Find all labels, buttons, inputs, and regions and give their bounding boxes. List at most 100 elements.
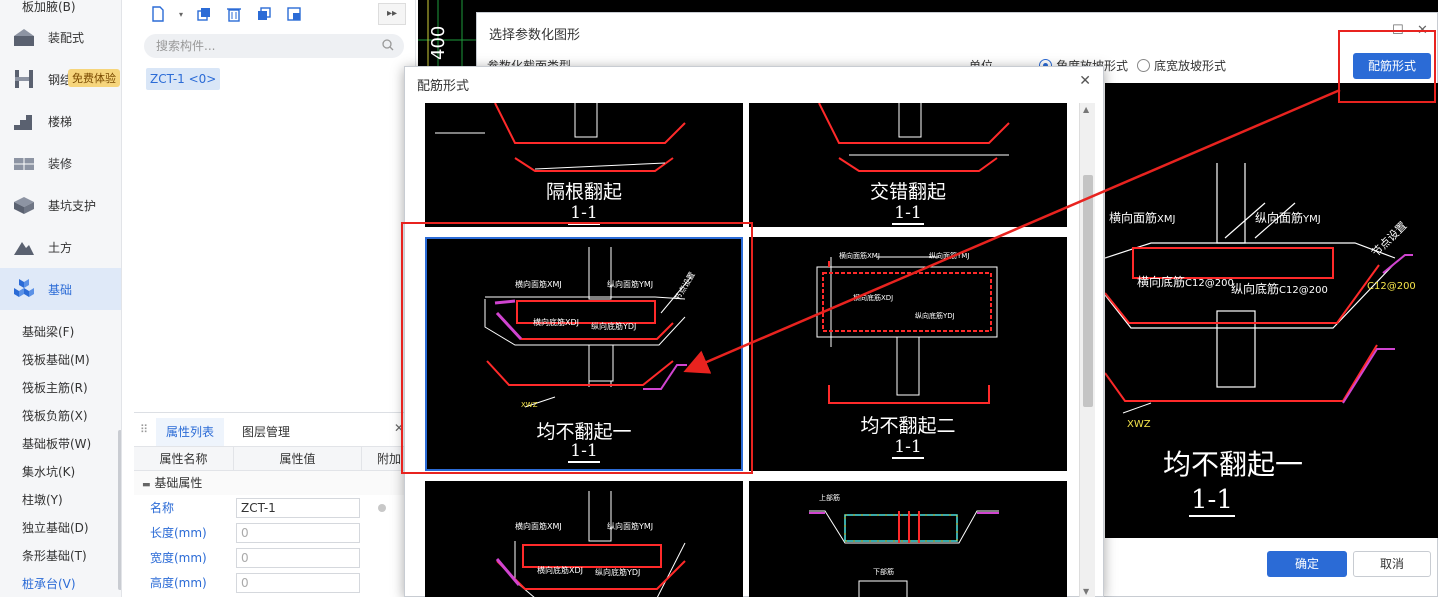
rebar-option-alternate-bent[interactable]: 隔根翻起 1-1 xyxy=(425,103,743,227)
preview-top-face-label: 横向面筋XMJ xyxy=(1109,211,1176,225)
tile-bottom-face-label: 横向底筋XDJ xyxy=(533,318,579,327)
component-search-input[interactable]: 搜索构件... xyxy=(144,34,404,58)
tile-top-long-label: 纵向面筋YMJ xyxy=(929,252,970,260)
nav-scrollbar[interactable] xyxy=(118,430,121,590)
scroll-down-icon[interactable]: ▼ xyxy=(1083,587,1090,596)
cancel-button[interactable]: 取消 xyxy=(1353,551,1431,577)
new-file-icon xyxy=(152,6,164,22)
rebar-option-no-bent-1[interactable]: 横向面筋XMJ 纵向面筋YMJ 横向底筋XDJ 纵向底筋YDJ 节点设置 XWZ… xyxy=(425,237,743,471)
free-trial-badge: 免费体验 xyxy=(68,69,120,87)
search-icon xyxy=(382,39,394,51)
radio-width-slope[interactable]: 底宽放坡形式 xyxy=(1137,57,1226,74)
tile-caption: 隔根翻起 xyxy=(545,181,622,203)
tile-caption: 均不翻起二 xyxy=(860,415,956,437)
extract-component-button[interactable] xyxy=(282,3,306,25)
tile-top-rebar-label: 上部筋 xyxy=(819,494,840,502)
rebar-form-button[interactable]: 配筋形式 xyxy=(1353,53,1431,79)
sub-item-isolated-foundation[interactable]: 独立基础(D) xyxy=(22,521,89,535)
nav-item-earthwork[interactable]: 土方 xyxy=(0,226,121,268)
foundation-sub-list: 基础梁(F) 筏板基础(M) 筏板主筋(R) 筏板负筋(X) 基础板带(W) 集… xyxy=(0,310,121,597)
stairs-icon xyxy=(10,107,38,135)
foundation-icon xyxy=(10,275,38,303)
table-row: 宽度(mm) 0 xyxy=(134,545,416,570)
maximize-icon[interactable]: ☐ xyxy=(1392,23,1404,38)
nav-item-label: 土方 xyxy=(48,240,73,255)
sub-item-sump-pit[interactable]: 集水坑(K) xyxy=(22,465,76,479)
duplicate-layer-button[interactable] xyxy=(252,3,276,25)
section-preview: 横向面筋XMJ 纵向面筋YMJ 横向底筋C12@200 纵向底筋C12@200 … xyxy=(1105,83,1438,538)
collapse-icon: ▬ xyxy=(142,480,151,490)
sub-item-strip-foundation[interactable]: 条形基础(T) xyxy=(22,549,87,563)
tile-bottom-long-label: 纵向底筋YDJ xyxy=(915,312,955,320)
sub-item-pile-cap[interactable]: 桩承台(V) xyxy=(22,577,76,591)
rebar-option-5[interactable]: 横向面筋XMJ 纵向面筋YMJ 横向底筋XDJ 纵向底筋YDJ xyxy=(425,481,743,597)
tab-property-list[interactable]: 属性列表 xyxy=(156,418,225,446)
dropdown-arrow-icon[interactable]: ▾ xyxy=(178,9,183,19)
name-field[interactable]: ZCT-1 xyxy=(236,497,360,518)
tile-subcaption: 1-1 xyxy=(568,203,600,225)
rebar-form-dialog: 配筋形式 ✕ 隔根翻起 1-1 交错翻起 1-1 xyxy=(404,66,1104,597)
property-name: 长度(mm) xyxy=(150,526,207,540)
ok-button[interactable]: 确定 xyxy=(1267,551,1347,577)
tile-caption: 均不翻起一 xyxy=(536,421,632,443)
col-property-name: 属性名称 xyxy=(134,447,234,470)
sub-item-foundation-strip[interactable]: 基础板带(W) xyxy=(22,437,92,451)
scroll-thumb[interactable] xyxy=(1083,175,1093,407)
toolbar-expand-button[interactable]: ▸▸ xyxy=(378,3,406,25)
drag-handle-icon[interactable]: ⠿ xyxy=(140,423,149,436)
property-group-label: 基础属性 xyxy=(154,476,203,490)
close-icon[interactable]: ✕ xyxy=(393,421,404,435)
nav-item-label: 装修 xyxy=(48,156,73,171)
rebar-dialog-scrollbar[interactable]: ▲ ▼ xyxy=(1079,103,1095,597)
tile-drawing xyxy=(435,103,686,172)
close-icon[interactable]: ✕ xyxy=(1079,73,1091,89)
new-component-button[interactable] xyxy=(146,3,170,25)
nav-item-foundation[interactable]: 基础 xyxy=(0,268,121,310)
nav-item-pit-support[interactable]: 基坑支护 xyxy=(0,184,121,226)
preview-bottom-face-label: 横向底筋C12@200 xyxy=(1137,275,1234,289)
sub-item-column-pier[interactable]: 柱墩(Y) xyxy=(22,493,63,507)
rebar-option-6[interactable]: 上部筋 下部筋 xyxy=(749,481,1067,597)
preview-caption: 均不翻起一 xyxy=(1163,448,1304,481)
nav-item-label: 基坑支护 xyxy=(48,198,97,213)
tile-top-face-label: 横向面筋XMJ xyxy=(515,280,562,289)
property-name: 高度(mm) xyxy=(150,576,207,590)
copy-component-button[interactable] xyxy=(192,3,216,25)
sub-item-raft-main-rebar[interactable]: 筏板主筋(R) xyxy=(22,381,88,395)
tile-subcaption: 1-1 xyxy=(568,441,600,463)
attach-checkbox[interactable] xyxy=(378,503,386,512)
prefab-icon xyxy=(10,23,38,51)
length-field[interactable]: 0 xyxy=(236,522,360,543)
nav-item-prefab[interactable]: 装配式 xyxy=(0,16,121,58)
close-icon[interactable]: ✕ xyxy=(1417,23,1428,38)
component-panel: ▾ ▸▸ 搜索构件... ZCT-1 <0> xyxy=(134,0,416,410)
nav-item-decoration[interactable]: 装修 xyxy=(0,142,121,184)
trash-icon xyxy=(227,8,241,22)
component-item-zct1[interactable]: ZCT-1 <0> xyxy=(146,68,221,90)
sub-item-foundation-beam[interactable]: 基础梁(F) xyxy=(22,325,75,339)
scroll-up-icon[interactable]: ▲ xyxy=(1083,105,1090,114)
decoration-icon xyxy=(10,149,38,177)
tab-layer-management[interactable]: 图层管理 xyxy=(242,425,291,439)
col-property-value: 属性值 xyxy=(234,447,362,470)
nav-item-stairs[interactable]: 楼梯 xyxy=(0,100,121,142)
height-field[interactable]: 0 xyxy=(236,572,360,593)
tile-subcaption: 1-1 xyxy=(892,203,924,225)
layers-icon xyxy=(258,7,271,20)
extract-icon xyxy=(287,7,301,21)
table-row: 名称 ZCT-1 xyxy=(134,495,416,520)
width-field[interactable]: 0 xyxy=(236,547,360,568)
search-placeholder: 搜索构件... xyxy=(156,39,216,53)
preview-subcaption: 1-1 xyxy=(1189,485,1235,517)
delete-component-button[interactable] xyxy=(222,3,246,25)
rebar-option-no-bent-2[interactable]: 横向面筋XMJ 纵向面筋YMJ 横向底筋XDJ 纵向底筋YDJ 均不翻起二 1-… xyxy=(749,237,1067,471)
sub-item-raft-neg-rebar[interactable]: 筏板负筋(X) xyxy=(22,409,88,423)
nav-item-slab-haunch[interactable]: 板加腋(B) xyxy=(22,0,76,14)
property-table-header: 属性名称 属性值 附加 xyxy=(134,447,416,471)
property-group-basic[interactable]: ▬ 基础属性 xyxy=(134,471,416,495)
rebar-option-staggered-bent[interactable]: 交错翻起 1-1 xyxy=(749,103,1067,227)
tile-xwz-label: XWZ xyxy=(521,401,538,409)
sub-item-raft-foundation[interactable]: 筏板基础(M) xyxy=(22,353,90,367)
preview-spacing-label: C12@200 xyxy=(1367,281,1416,292)
property-name: 宽度(mm) xyxy=(150,551,207,565)
